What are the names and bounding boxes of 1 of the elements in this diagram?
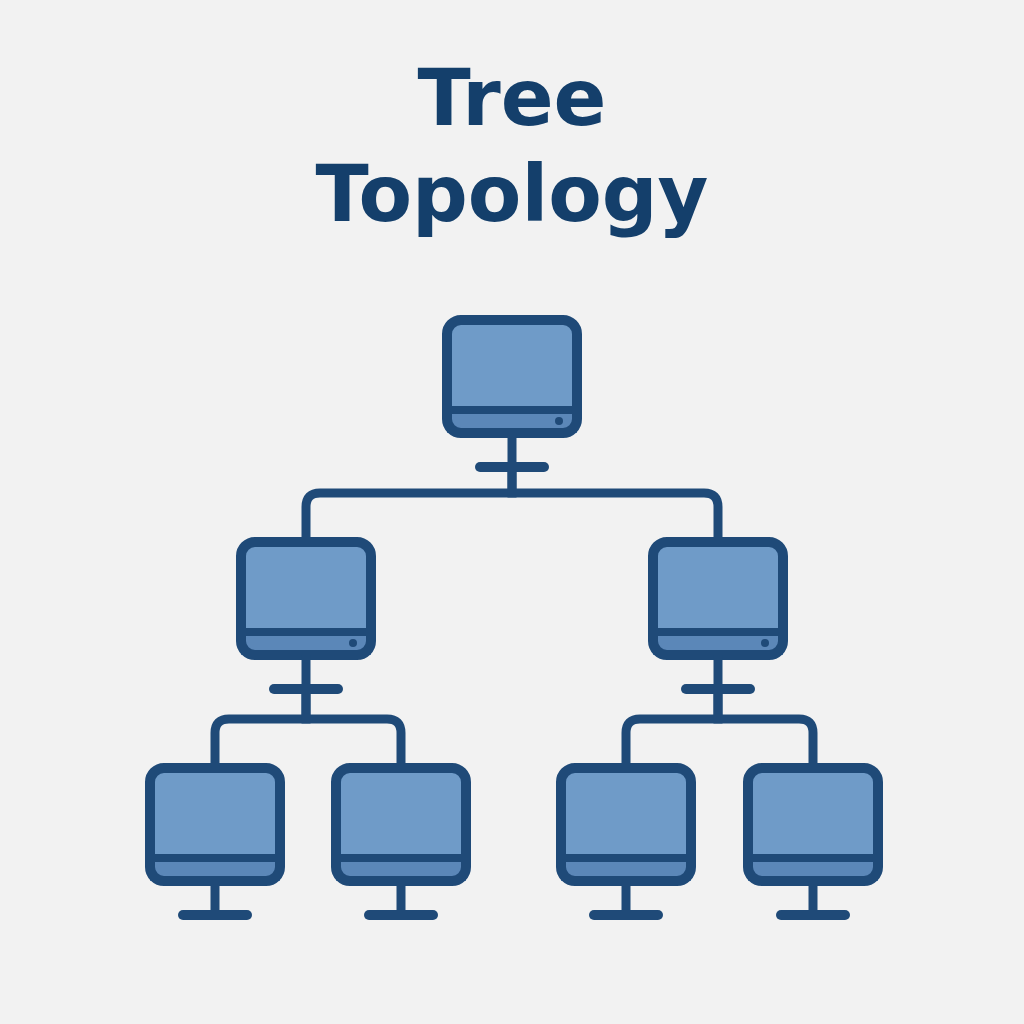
title: Tree Topology [314, 52, 710, 241]
